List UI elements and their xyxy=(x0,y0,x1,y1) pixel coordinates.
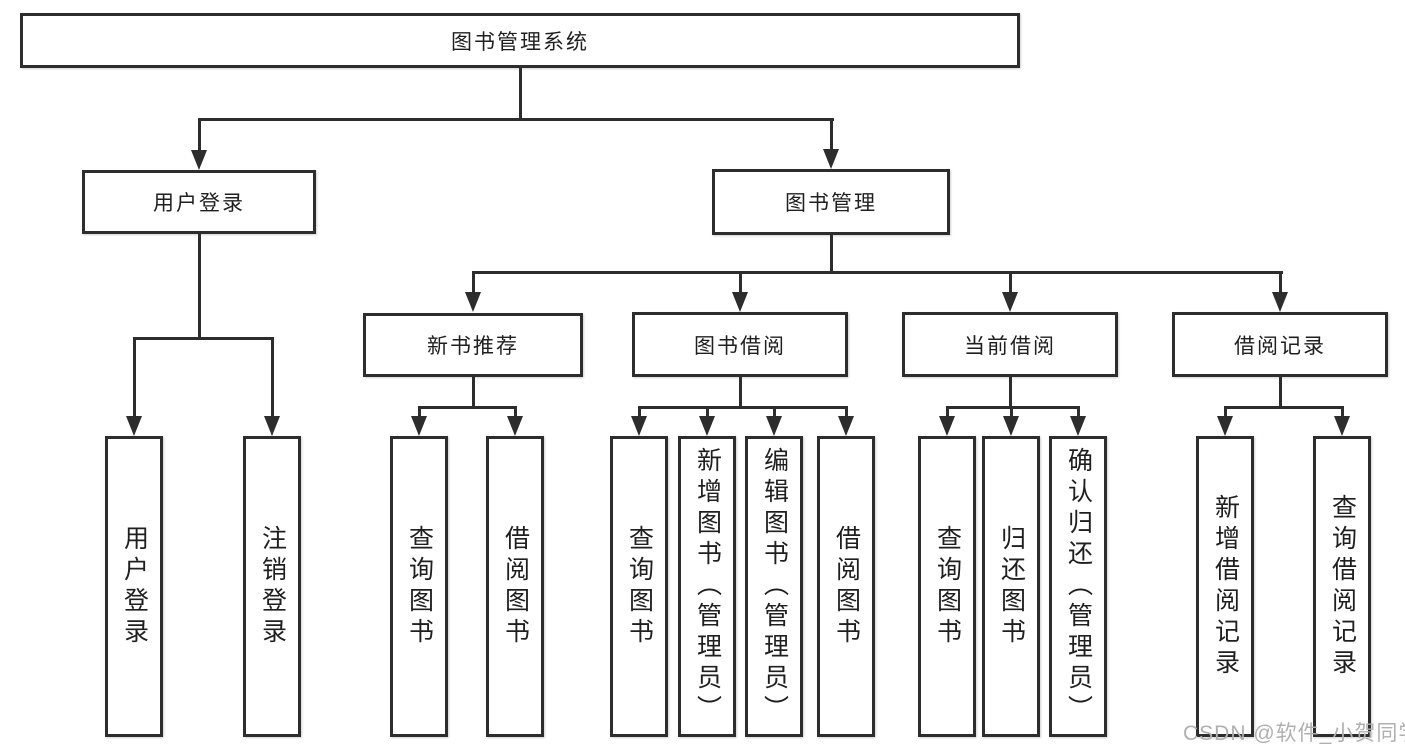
rail-user-login xyxy=(133,337,274,340)
stem-to-book-borrow xyxy=(739,274,742,292)
leaf-recommend-borrow-book: 借阅图书 xyxy=(486,436,544,737)
arrowhead-user-login xyxy=(191,150,207,170)
stem-to-leaf-recommend-borrow xyxy=(514,409,517,416)
leaf-current-confirm-return-admin: 确认归还（管理员） xyxy=(1049,436,1107,737)
stem-to-current-borrow xyxy=(1009,274,1012,292)
leaf-borrow-add-book-admin: 新增图书（管理员） xyxy=(678,436,736,737)
leaf-record-add-record: 新增借阅记录 xyxy=(1196,436,1254,737)
arrowhead-leaf-bb-edit xyxy=(766,416,782,436)
node-book-management: 图书管理 xyxy=(712,169,950,235)
stem-book-borrow xyxy=(739,377,742,409)
arrowhead-leaf-cb-confirm xyxy=(1070,416,1086,436)
stem-book-management xyxy=(830,235,833,274)
stem-to-leaf-cb-confirm xyxy=(1077,409,1080,416)
arrowhead-book-borrow xyxy=(732,292,748,312)
stem-to-user-login xyxy=(198,121,201,151)
rail-book-borrow xyxy=(638,406,848,409)
node-current-borrow: 当前借阅 xyxy=(902,312,1118,377)
stem-to-leaf-bb-borrow xyxy=(845,409,848,416)
node-user-login: 用户登录 xyxy=(82,170,316,234)
leaf-logout: 注销登录 xyxy=(243,436,301,737)
stem-to-leaf-bb-add xyxy=(706,409,709,416)
stem-new-book-recommend xyxy=(472,377,475,409)
stem-to-leaf-br-add xyxy=(1224,409,1227,416)
stem-to-leaf-br-query xyxy=(1341,409,1344,416)
stem-current-borrow xyxy=(1009,377,1012,409)
leaf-record-query-record: 查询借阅记录 xyxy=(1313,436,1371,737)
stem-to-book-management xyxy=(830,121,833,151)
leaf-recommend-query-book: 查询图书 xyxy=(390,436,448,737)
stem-to-leaf-recommend-query xyxy=(418,409,421,416)
stem-root xyxy=(519,68,522,121)
stem-user-login xyxy=(198,234,201,340)
leaf-borrow-query-book: 查询图书 xyxy=(610,436,668,737)
node-book-borrow: 图书借阅 xyxy=(632,312,848,377)
node-borrow-record: 借阅记录 xyxy=(1172,312,1388,377)
arrowhead-leaf-br-add xyxy=(1217,416,1233,436)
arrowhead-borrow-record xyxy=(1272,292,1288,312)
node-new-book-recommend: 新书推荐 xyxy=(363,313,583,377)
stem-borrow-record xyxy=(1279,377,1282,409)
rail-book-management xyxy=(472,271,1283,274)
rail-borrow-record xyxy=(1224,406,1344,409)
arrowhead-current-borrow xyxy=(1002,292,1018,312)
rail-new-book-recommend xyxy=(418,406,517,409)
stem-to-new-book-recommend xyxy=(472,274,475,292)
stem-to-leaf-bb-edit xyxy=(773,409,776,416)
arrowhead-leaf-user-login xyxy=(126,416,142,436)
rail-current-borrow xyxy=(946,406,1080,409)
arrowhead-leaf-recommend-borrow xyxy=(507,416,523,436)
leaf-user-login: 用户登录 xyxy=(105,436,163,737)
leaf-current-query-book: 查询图书 xyxy=(918,436,976,737)
stem-to-leaf-cb-return xyxy=(1010,409,1013,416)
arrowhead-new-book-recommend xyxy=(465,292,481,312)
stem-to-borrow-record xyxy=(1279,274,1282,292)
leaf-current-return-book: 归还图书 xyxy=(982,436,1040,737)
arrowhead-leaf-bb-add xyxy=(699,416,715,436)
arrowhead-book-management xyxy=(823,149,839,169)
arrowhead-leaf-bb-borrow xyxy=(838,416,854,436)
rail-root xyxy=(198,118,834,121)
arrowhead-leaf-br-query xyxy=(1334,416,1350,436)
stem-to-leaf-bb-query xyxy=(638,409,641,416)
stem-to-leaf-user-login xyxy=(133,340,136,416)
arrowhead-leaf-logout xyxy=(264,416,280,436)
arrowhead-leaf-cb-query xyxy=(939,416,955,436)
stem-to-leaf-logout xyxy=(271,340,274,416)
leaf-borrow-edit-book-admin: 编辑图书（管理员） xyxy=(745,436,803,737)
leaf-borrow-borrow-book: 借阅图书 xyxy=(817,436,875,737)
arrowhead-leaf-bb-query xyxy=(631,416,647,436)
arrowhead-leaf-cb-return xyxy=(1003,416,1019,436)
arrowhead-leaf-recommend-query xyxy=(411,416,427,436)
node-root: 图书管理系统 xyxy=(20,13,1020,68)
stem-to-leaf-cb-query xyxy=(946,409,949,416)
csdn-watermark: CSDN @软件_小贺同学 xyxy=(1183,722,1405,745)
